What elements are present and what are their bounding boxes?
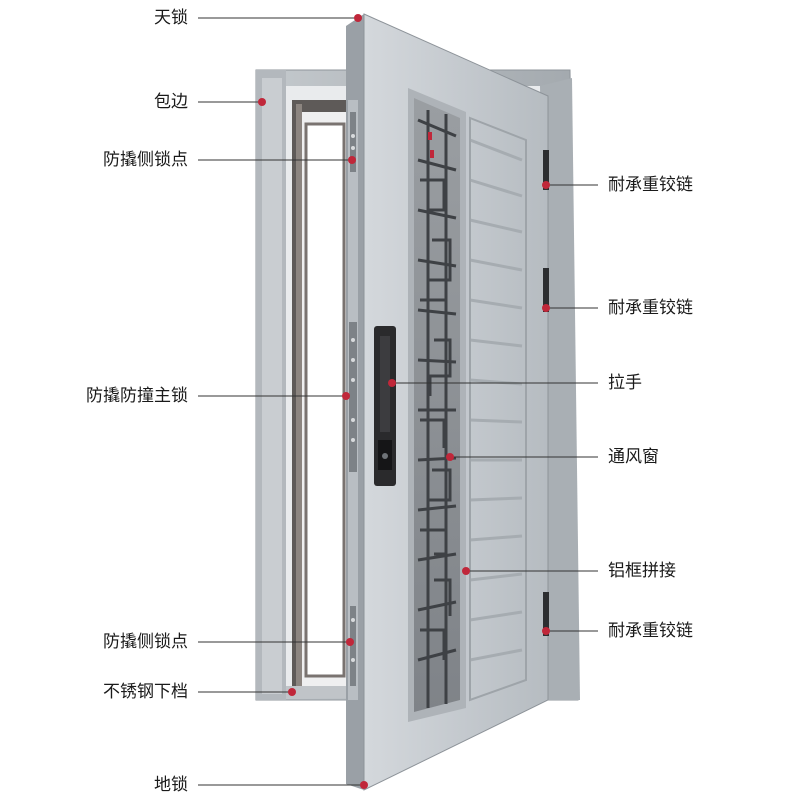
marker-dot-hinge-1 (542, 181, 550, 189)
label-trim: 包边 (154, 92, 188, 112)
marker-dot-main-lock (342, 392, 350, 400)
label-handle: 拉手 (608, 373, 642, 393)
marker-dot-anti-pry-side-top (348, 156, 356, 164)
marker-dot-hinge-2 (542, 304, 550, 312)
marker-dot-steel-bottom (288, 688, 296, 696)
marker-dot-hinge-3 (542, 627, 550, 635)
annotations (198, 14, 598, 789)
label-hinge-3: 耐承重铰链 (608, 621, 693, 641)
marker-dot-aluminum-frame (462, 567, 470, 575)
label-main-lock: 防撬防撞主锁 (86, 386, 188, 406)
label-hinge-2: 耐承重铰链 (608, 298, 693, 318)
marker-dot-handle (388, 379, 396, 387)
label-top-lock: 天锁 (154, 8, 188, 28)
label-anti-pry-side-bottom: 防撬侧锁点 (103, 632, 188, 652)
door-leaf (346, 13, 549, 791)
marker-dot-top-lock (354, 14, 362, 22)
label-anti-pry-side-top: 防撬侧锁点 (103, 150, 188, 170)
marker-dot-trim (258, 98, 266, 106)
label-hinge-1: 耐承重铰链 (608, 175, 693, 195)
marker-dot-vent-window (446, 453, 454, 461)
label-vent-window: 通风窗 (608, 447, 659, 467)
label-aluminum-frame: 铝框拼接 (608, 561, 676, 581)
marker-dot-anti-pry-side-bottom (346, 638, 354, 646)
marker-dot-ground-lock (360, 781, 368, 789)
label-ground-lock: 地锁 (154, 775, 188, 795)
label-steel-bottom: 不锈钢下档 (103, 682, 188, 702)
